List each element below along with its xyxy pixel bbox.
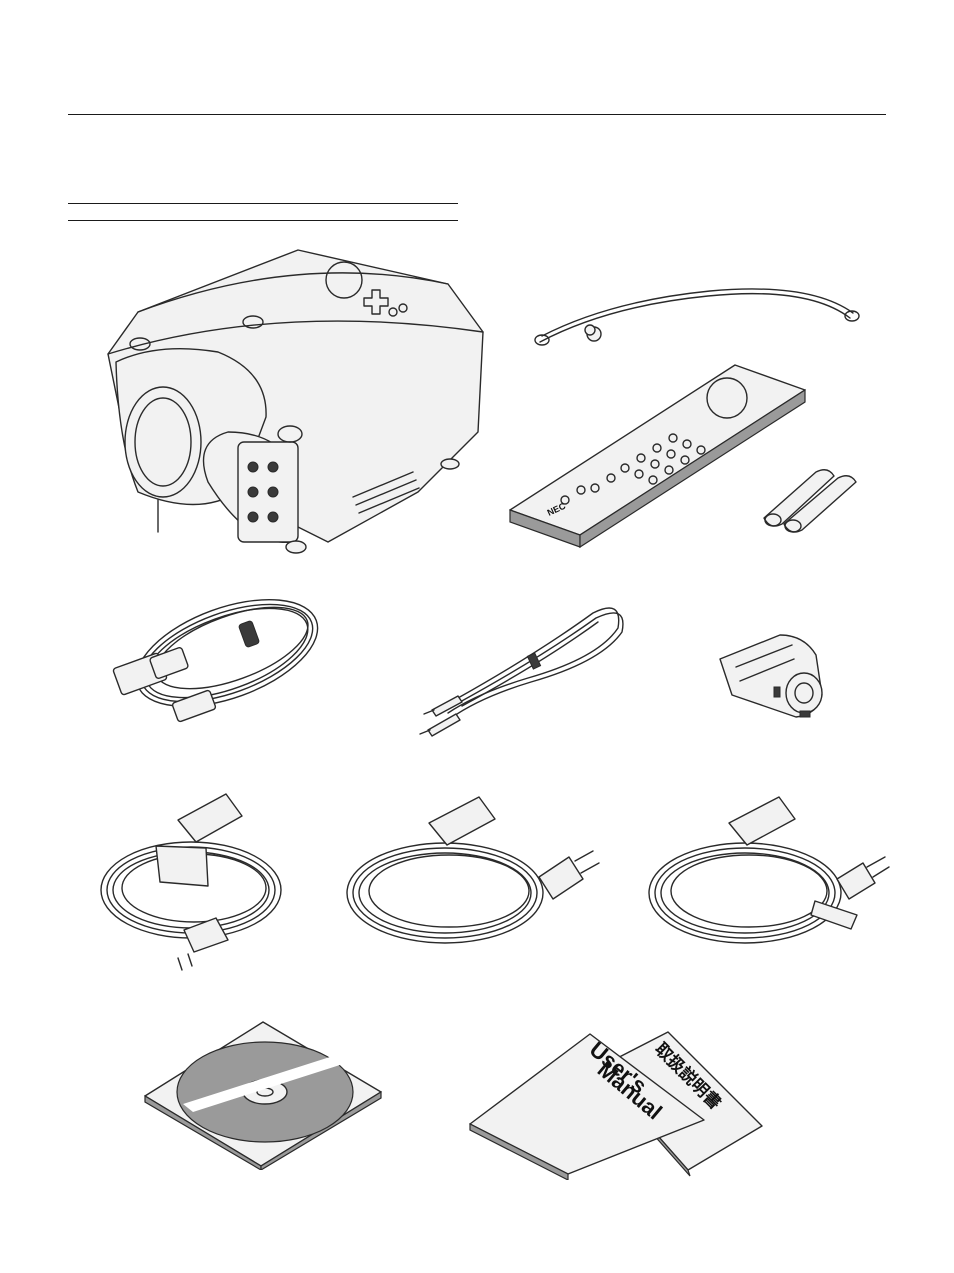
section-rule-lower — [68, 220, 458, 221]
lens-strap-icon — [528, 276, 863, 351]
manuals-icon: 取扱説明書 User's Manual — [468, 1028, 766, 1180]
power-cord-us-icon — [343, 793, 601, 958]
top-rule — [68, 114, 886, 115]
batteries-icon — [758, 462, 860, 534]
ferrite-core-icon — [712, 625, 840, 723]
power-cord-eu-icon — [96, 790, 291, 975]
section-rule-upper — [68, 203, 458, 204]
projector-icon — [98, 242, 490, 560]
cd-rom-icon — [143, 1020, 383, 1170]
power-cord-jp-icon — [645, 793, 890, 958]
vga-cable-icon — [102, 578, 332, 728]
audio-cable-icon — [418, 598, 630, 743]
